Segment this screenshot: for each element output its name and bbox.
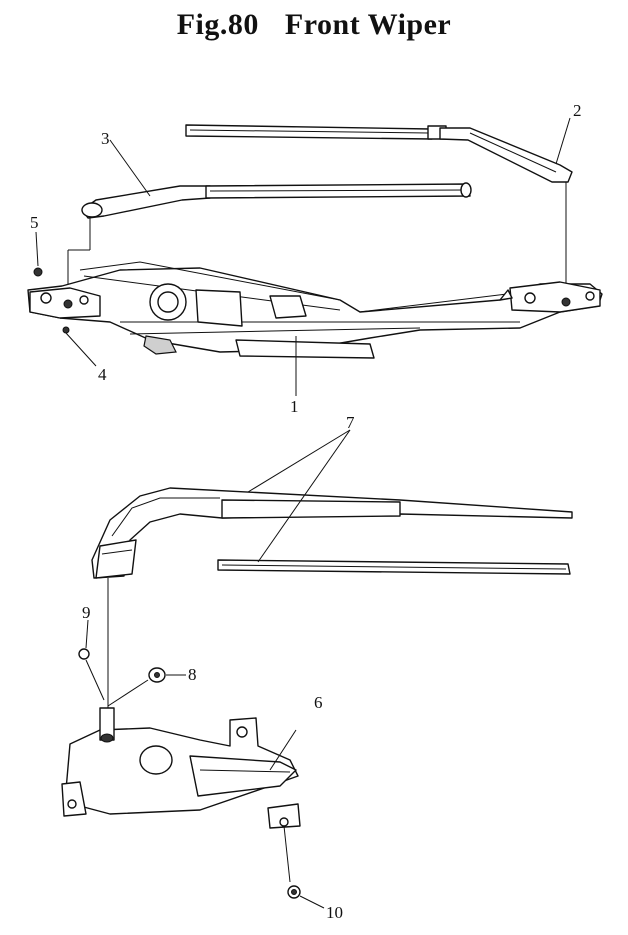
callout-10: 10 [326,903,343,922]
callout-9: 9 [82,603,91,622]
wiper-arm-right [439,127,573,183]
callout-2: 2 [573,101,582,120]
wiper-linkage-assembly [27,261,603,359]
pivot-bolt [62,326,97,367]
wiper-arm-left [81,185,211,219]
nut [33,231,43,277]
mounting-bolt [283,825,325,909]
washer-large [107,667,186,707]
callout-3: 3 [101,129,110,148]
callout-6: 6 [314,693,323,712]
wiper-blade-lower [217,559,571,575]
wiper-blade-left [205,182,472,199]
figure-title: Fig.80 Front Wiper [0,8,628,42]
washer-small [78,619,105,701]
wiper-motor-bracket [61,707,301,829]
wiper-blade-right [185,124,447,140]
wiper-arm-lower [91,487,573,579]
figure-caption: Front Wiper [284,8,452,41]
callout-4: 4 [98,365,107,384]
callout-1: 1 [290,397,299,416]
callout-7: 7 [346,413,355,432]
figure-number: Fig.80 [176,8,259,41]
callout-5: 5 [30,213,39,232]
callout-8: 8 [188,665,197,684]
